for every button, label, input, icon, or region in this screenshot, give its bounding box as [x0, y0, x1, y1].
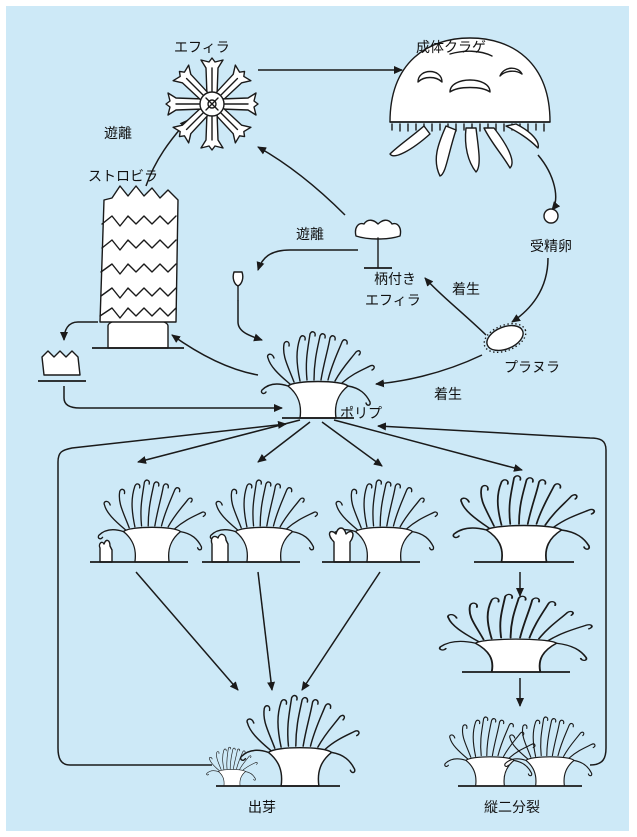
arrow-adult-to-egg	[538, 155, 556, 210]
planula-icon	[480, 318, 530, 358]
arrow-bud2-to-result	[258, 572, 272, 690]
label-planula: プラヌラ	[504, 360, 560, 376]
arrow-stalked-to-ephyra	[258, 147, 345, 215]
ephyra-icon	[166, 58, 258, 150]
swimmer-icon	[233, 272, 243, 300]
bud-stage-2	[202, 480, 317, 562]
label-settle-lower: 着生	[434, 387, 462, 403]
arrow-polyp-to-fission	[334, 420, 522, 470]
bud-stage-3	[322, 480, 437, 562]
arrow-swimmer-to-polyp	[238, 300, 262, 340]
arrow-polyp-to-bud2	[258, 422, 310, 462]
arrow-strobila-to-cyst	[64, 322, 98, 340]
arrow-polyp-to-strobila	[172, 335, 258, 375]
label-fertilized-egg: 受精卵	[530, 239, 572, 255]
arrow-polyp-to-bud1	[138, 420, 300, 462]
bud-stage-1	[90, 480, 205, 562]
label-release-mid: 遊離	[296, 226, 324, 243]
egg-icon	[544, 209, 558, 223]
strobila-icon	[92, 186, 184, 348]
fission-stage-1	[453, 476, 594, 562]
label-longitudinal-fission: 縦二分裂	[484, 800, 540, 816]
arrow-bud-return	[58, 424, 286, 765]
label-stalked-ephyra-1: 柄付き	[374, 272, 416, 288]
bud-icon	[99, 540, 112, 562]
label-stalked-ephyra-2: エフィラ	[365, 293, 421, 309]
stalked-ephyra-icon	[355, 220, 400, 268]
arrow-planula-to-polyp	[376, 355, 482, 384]
arrow-polyp-to-bud3	[322, 422, 382, 466]
arrow-egg-to-planula	[512, 258, 548, 322]
fission-stage-3	[445, 717, 595, 786]
medusa-icon	[390, 38, 550, 176]
label-adult-medusa: 成体クラゲ	[416, 40, 486, 56]
bud-icon	[207, 747, 258, 786]
label-release-top: 遊離	[104, 125, 132, 142]
label-strobila: ストロビラ	[88, 169, 158, 185]
label-budding: 出芽	[248, 800, 276, 816]
label-settle-upper: 着生	[452, 282, 480, 298]
fission-stage-2	[440, 594, 592, 672]
label-ephyra: エフィラ	[174, 40, 230, 56]
cyst-icon	[38, 351, 86, 381]
arrow-fission-return	[378, 426, 606, 765]
bud-result	[207, 696, 359, 786]
arrow-release-to-swimmer	[258, 250, 358, 270]
arrow-cyst-to-polyp	[64, 386, 282, 408]
label-polyp: ポリプ	[340, 406, 382, 422]
arrow-bud1-to-result	[136, 572, 238, 690]
arrow-bud3-to-result	[302, 572, 380, 690]
